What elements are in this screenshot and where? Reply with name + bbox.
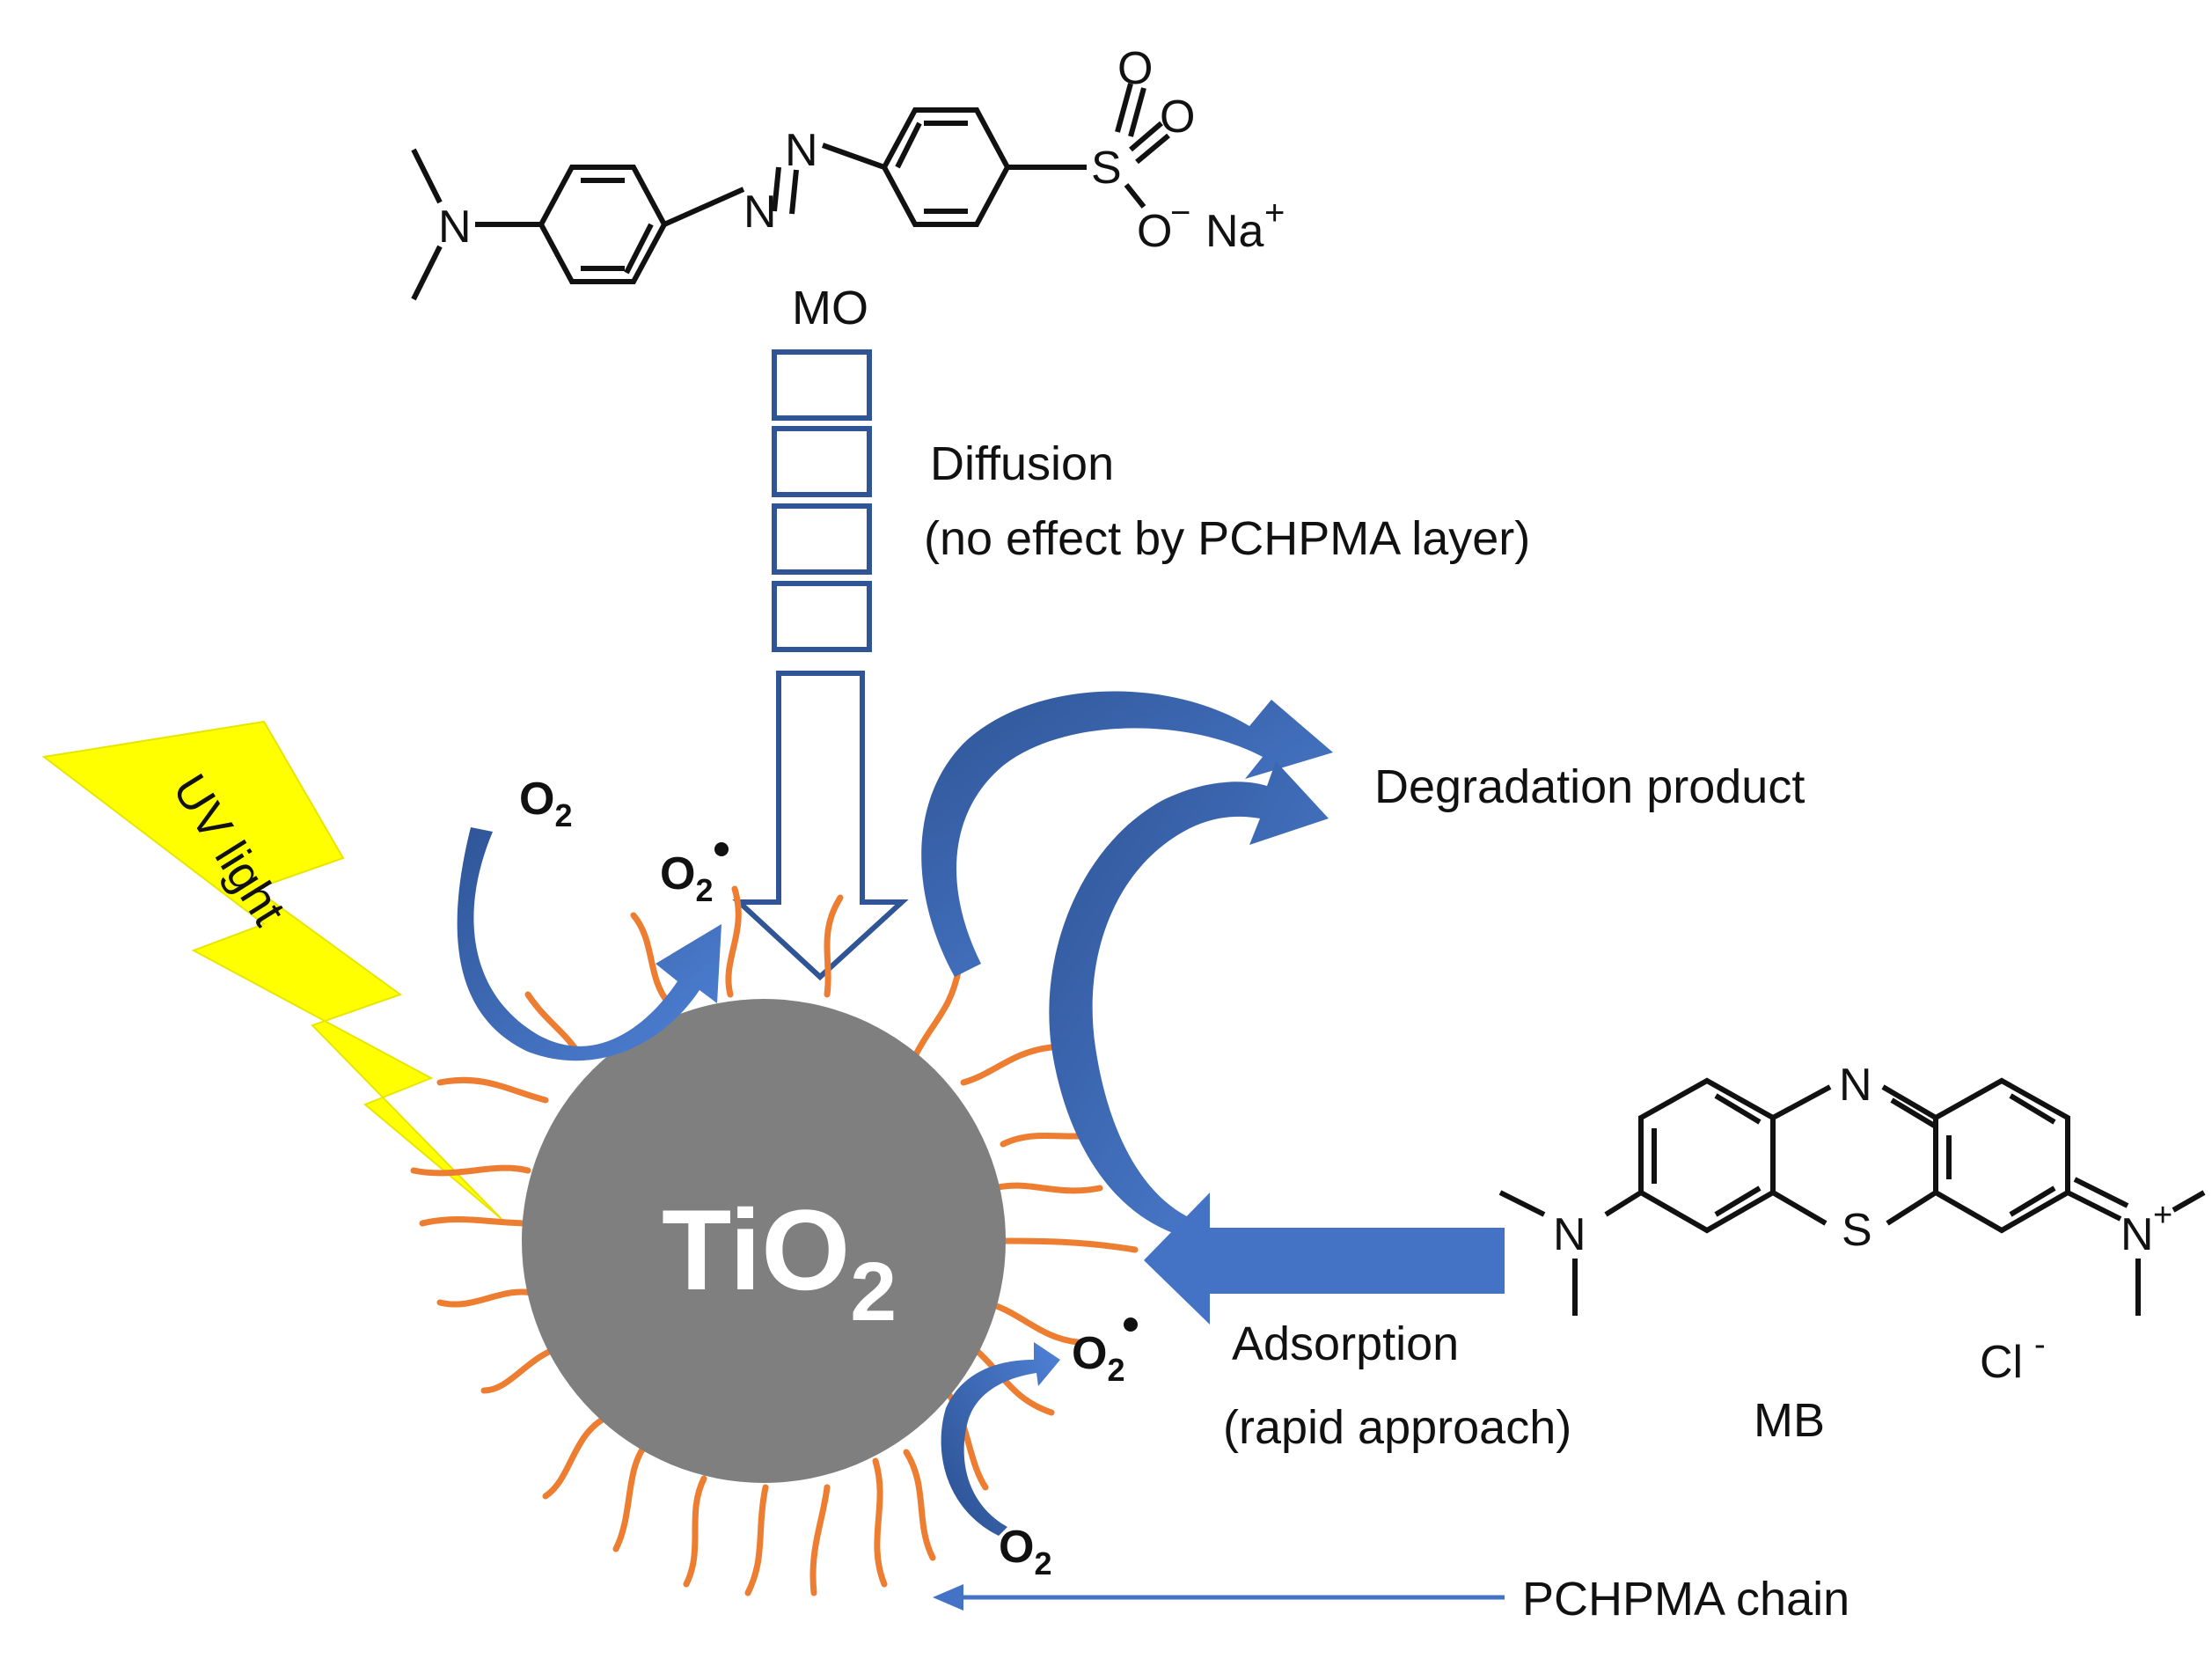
oxygen-activation-arrow-top <box>457 827 721 1061</box>
tio2-label: TiO2 <box>662 1185 897 1339</box>
mo-label: MO <box>792 282 868 334</box>
radical-dot-bottom <box>1124 1317 1138 1332</box>
pchpma-chains <box>410 885 1139 1596</box>
diffusion-block-3 <box>772 503 872 575</box>
diffusion-block-1 <box>772 349 872 421</box>
mb-plus: + <box>2153 1197 2172 1234</box>
mo-minus: − <box>1170 194 1190 232</box>
chain-pointer-head <box>933 1584 963 1611</box>
mo-n-azo-2: N <box>785 125 818 176</box>
o2-radical-label-top: O2 <box>660 848 713 908</box>
degradation-arrow-2 <box>1049 761 1329 1237</box>
o2-label-bottom: O2 <box>999 1522 1051 1582</box>
adsorption-label: Adsorption <box>1232 1317 1459 1370</box>
adsorption-sublabel: (rapid approach) <box>1223 1401 1571 1454</box>
uv-lightning-bolt <box>41 720 502 1220</box>
mb-cl-minus: - <box>2034 1326 2046 1363</box>
diffusion-block-2 <box>772 426 872 497</box>
diffusion-arrow <box>732 349 909 981</box>
mb-n-right: N <box>2120 1209 2154 1260</box>
mo-o-2: O <box>1160 92 1195 143</box>
oxygen-activation-arrow-bottom <box>941 1342 1060 1536</box>
mo-na: Na <box>1205 206 1264 257</box>
mo-molecule <box>411 83 1170 301</box>
mo-plus: + <box>1264 194 1285 232</box>
mo-atom-labels: N N N S O O O − Na + <box>438 43 1285 257</box>
mo-o-1: O <box>1117 43 1153 94</box>
radical-dot-top <box>714 842 729 856</box>
diffusion-hollow-arrow <box>732 671 909 981</box>
mb-molecule <box>1498 1077 2206 1316</box>
mo-s: S <box>1091 143 1122 194</box>
mb-cl: Cl <box>1980 1337 2023 1388</box>
o2-radical-label-bottom: O2 <box>1072 1328 1124 1388</box>
diffusion-sublabel: (no effect by PCHPMA layer) <box>924 512 1530 565</box>
chain-label: PCHPMA chain <box>1522 1573 1849 1626</box>
diffusion-label: Diffusion <box>930 437 1114 490</box>
mb-label: MB <box>1754 1394 1825 1447</box>
mb-s: S <box>1842 1205 1872 1256</box>
mo-o-minus: O <box>1137 206 1172 257</box>
diffusion-block-4 <box>772 581 872 652</box>
mb-n-top: N <box>1839 1060 1872 1111</box>
degradation-arrow-1 <box>921 691 1333 977</box>
tio2-particle <box>522 999 1006 1483</box>
degradation-label: Degradation product <box>1374 760 1805 813</box>
mo-n-azo-1: N <box>743 187 777 238</box>
adsorption-arrow <box>1144 1193 1505 1325</box>
mb-atom-labels: N N S N + Cl - <box>1553 1060 2172 1388</box>
mo-n-amine: N <box>438 202 472 253</box>
o2-label-top: O2 <box>519 774 572 833</box>
mb-n-left: N <box>1553 1209 1586 1260</box>
